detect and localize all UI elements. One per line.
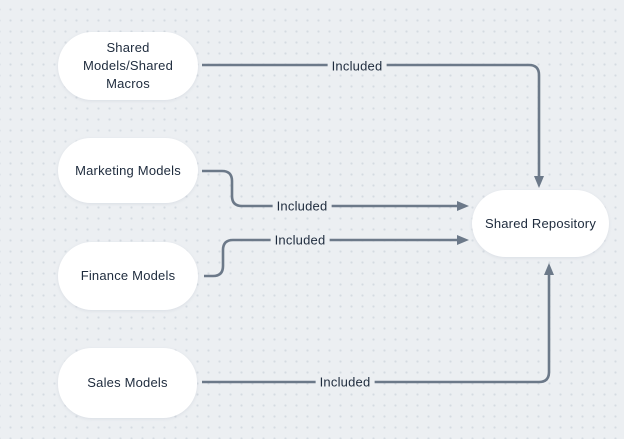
connector-finance-to-repository — [204, 238, 458, 278]
arrowhead-right-icon — [457, 235, 469, 245]
connector-label-included: Included — [327, 58, 387, 74]
connector-sales-to-repository — [202, 274, 551, 384]
connector-marketing-to-repository — [202, 169, 458, 208]
connector-label-included: Included — [272, 198, 332, 214]
node-shared-repository: Shared Repository — [472, 190, 609, 257]
node-marketing-models: Marketing Models — [58, 138, 198, 203]
connector-shared-models-to-repository — [202, 63, 541, 177]
arrowhead-down-icon — [534, 176, 544, 188]
node-sales-models: Sales Models — [58, 348, 197, 418]
node-label: Shared Repository — [484, 215, 597, 231]
node-finance-models: Finance Models — [58, 242, 198, 310]
node-label: Sales Models — [87, 375, 168, 390]
node-label: Shared Models/Shared Macros — [82, 40, 174, 91]
node-shared-models: Shared Models/Shared Macros — [58, 32, 198, 100]
arrowhead-up-icon — [544, 263, 554, 275]
connector-label-included: Included — [315, 374, 375, 390]
node-label: Marketing Models — [75, 162, 181, 178]
connector-label-included: Included — [270, 232, 330, 248]
arrowhead-right-icon — [457, 201, 469, 211]
node-label: Finance Models — [80, 268, 176, 283]
